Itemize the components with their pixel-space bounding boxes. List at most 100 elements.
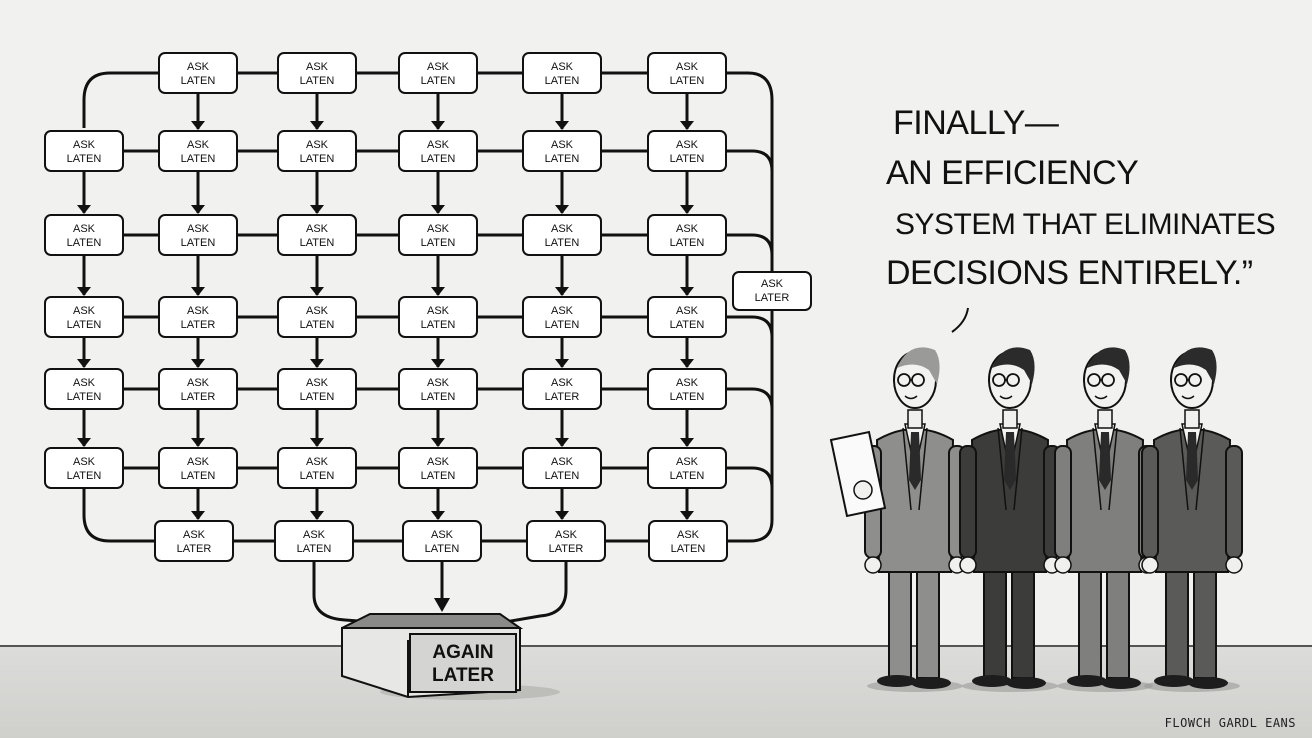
box-label-line2: LATEN xyxy=(300,319,335,331)
box-label-line2: LATEN xyxy=(67,237,102,249)
box-label-line1: ASK xyxy=(306,139,329,151)
box-label-line1: ASK xyxy=(187,139,210,151)
box-label-line2: LATEN xyxy=(671,543,706,555)
box-label-line1: ASK xyxy=(676,377,699,389)
bin-label-later: LATER xyxy=(432,665,494,686)
box-label-line1: ASK xyxy=(187,223,210,235)
box-label-line2: LATEN xyxy=(545,153,580,165)
businessman xyxy=(829,347,966,692)
box-label-line1: ASK xyxy=(303,529,326,541)
box-label-line1: ASK xyxy=(676,305,699,317)
box-label-line2: LATEN xyxy=(67,470,102,482)
caption-line-4: DECISIONS ENTIRELY.” xyxy=(886,254,1253,292)
box-label-line2: LATEN xyxy=(670,319,705,331)
box-label-line1: ASK xyxy=(73,377,96,389)
ask-later-box: ASK LATER xyxy=(158,296,238,338)
box-label-line1: ASK xyxy=(427,61,450,73)
box-label-line2: LATEN xyxy=(670,237,705,249)
box-label-line2: LATER xyxy=(181,391,216,403)
box-label-line1: ASK xyxy=(73,139,96,151)
box-label-line1: ASK xyxy=(555,529,578,541)
ask-later-box: ASK LATEN xyxy=(647,130,727,172)
box-label-line2: LATEN xyxy=(545,470,580,482)
caption-line-1: FINALLY— xyxy=(893,104,1059,142)
box-label-line2: LATEN xyxy=(425,543,460,555)
box-label-line2: LATEN xyxy=(300,237,335,249)
box-label-line2: LATEN xyxy=(67,319,102,331)
box-label-line1: ASK xyxy=(676,61,699,73)
box-label-line2: LATER xyxy=(177,543,212,555)
box-label-line2: LATEN xyxy=(67,153,102,165)
ask-later-box: ASK LATEN xyxy=(647,296,727,338)
ask-later-box: ASK LATEN xyxy=(277,214,357,256)
box-label-line2: LATER xyxy=(545,391,580,403)
box-label-line1: ASK xyxy=(431,529,454,541)
box-label-line2: LATEN xyxy=(670,470,705,482)
box-label-line2: LATEN xyxy=(545,237,580,249)
box-label-line1: ASK xyxy=(676,139,699,151)
box-label-line1: ASK xyxy=(677,529,700,541)
box-label-line2: LATEN xyxy=(181,237,216,249)
ask-later-box: ASK LATEN xyxy=(44,130,124,172)
businessman xyxy=(1141,347,1243,692)
box-label-line2: LATEN xyxy=(181,153,216,165)
box-label-line2: LATEN xyxy=(545,319,580,331)
ask-later-box: ASK LATEN xyxy=(158,214,238,256)
box-label-line1: ASK xyxy=(187,61,210,73)
box-label-line2: LATEN xyxy=(670,75,705,87)
flowchart-grid: ASK LATEN ASK LATEN ASK LATEN ASK LATEN ASK LATEN… xyxy=(44,52,728,562)
box-label-line2: LATEN xyxy=(421,391,456,403)
businessman xyxy=(959,347,1061,692)
box-label-line1: ASK xyxy=(427,223,450,235)
box-label-line2: LATER xyxy=(549,543,584,555)
ask-later-box: ASK LATEN xyxy=(158,130,238,172)
box-label-line1: ASK xyxy=(676,223,699,235)
bin-label-plate xyxy=(409,633,517,693)
box-label-line2: LATEN xyxy=(421,470,456,482)
caption-line-3: SYSTEM THAT ELIMINATES xyxy=(895,208,1276,241)
ask-later-box: ASK LATEN xyxy=(44,214,124,256)
box-label-line1: ASK xyxy=(306,223,329,235)
box-label-line1: ASK xyxy=(676,456,699,468)
box-label-line2: LATEN xyxy=(300,153,335,165)
ask-later-box: ASK LATEN xyxy=(647,52,727,94)
box-label-line1: ASK xyxy=(427,305,450,317)
box-label-line2: LATEN xyxy=(670,391,705,403)
side-box-line2: LATER xyxy=(755,292,790,304)
bin-label-again: AGAIN xyxy=(432,642,493,663)
ask-later-box: ASK LATEN xyxy=(402,520,482,562)
box-label-line1: ASK xyxy=(427,456,450,468)
ask-later-box: ASK LATEN xyxy=(648,520,728,562)
box-label-line2: LATEN xyxy=(670,153,705,165)
box-label-line1: ASK xyxy=(73,456,96,468)
box-label-line2: LATEN xyxy=(300,470,335,482)
box-label-line1: ASK xyxy=(73,223,96,235)
side-box-line1: ASK xyxy=(761,278,784,290)
flowchart-connectors xyxy=(77,71,774,624)
ask-later-box: ASK LATEN xyxy=(647,214,727,256)
box-label-line1: ASK xyxy=(187,456,210,468)
caption-line-2: AN EFFICIENCY xyxy=(886,154,1139,192)
box-label-line2: LATEN xyxy=(421,153,456,165)
box-label-line1: ASK xyxy=(551,223,574,235)
box-label-line2: LATER xyxy=(181,319,216,331)
box-label-line1: ASK xyxy=(187,305,210,317)
box-label-line1: ASK xyxy=(551,61,574,73)
